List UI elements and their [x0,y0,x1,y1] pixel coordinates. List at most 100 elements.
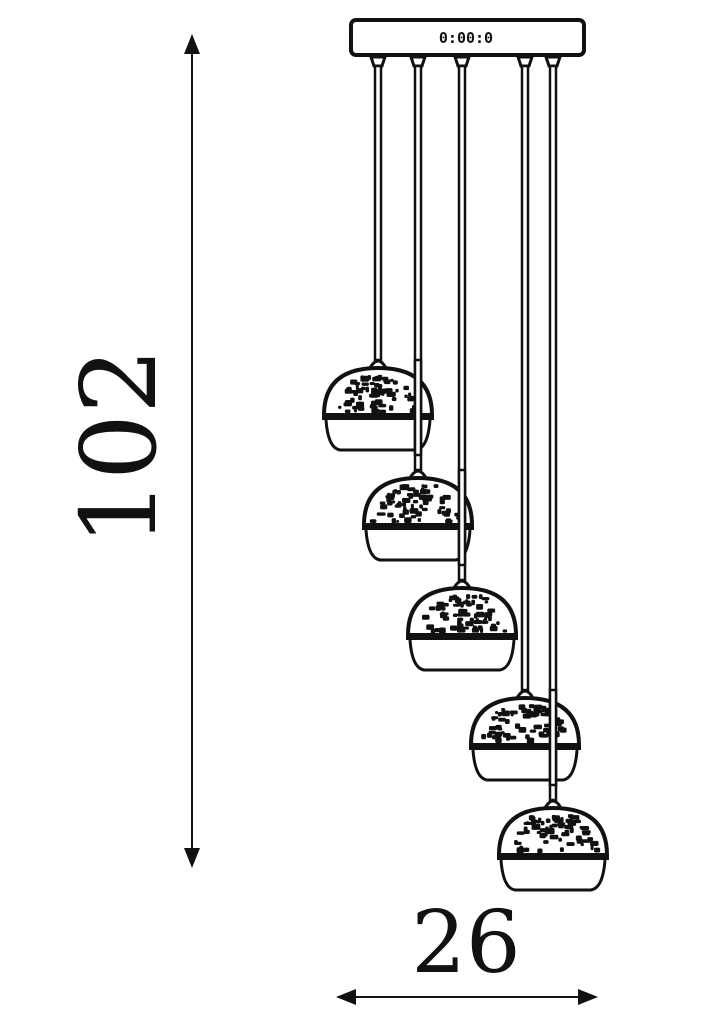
shade-texture [375,389,384,396]
shade-texture [392,380,398,385]
shade-texture [353,408,357,413]
shade-texture [437,603,445,607]
shade-texture [442,510,450,516]
shade-texture [403,385,410,391]
shade-texture [566,842,575,846]
shade-texture [344,409,351,414]
shade-texture [360,386,366,391]
shade-texture [452,594,458,601]
shade-texture [561,832,569,836]
shade-texture [360,375,364,379]
shade-texture [367,374,372,381]
shade-texture [496,621,500,626]
shade-texture [533,724,543,730]
shade-texture [421,507,428,512]
shade-texture [355,384,359,390]
shade-texture [471,627,476,633]
shade-texture [456,602,462,607]
shade-texture [564,829,570,833]
shade-bowl [324,419,432,452]
shade-texture [580,843,584,847]
shade-texture [380,504,388,510]
shade-texture [350,379,358,385]
shade-texture [537,848,543,854]
shade-texture [474,627,479,633]
shade-texture [484,612,493,617]
shade-bowl [499,859,607,892]
shade-texture [498,717,506,722]
shade-texture [425,494,434,499]
shade-texture [396,490,401,495]
shade-texture [521,707,528,714]
shade-texture [494,710,499,715]
shade-bowl [364,529,472,562]
shade-texture [371,400,377,407]
shade-texture [502,732,511,738]
shade-texture [523,829,530,834]
shade-texture [397,501,402,506]
shade-texture [412,493,421,497]
shade-texture [412,499,419,504]
shade-texture [423,484,428,489]
shade-texture [379,409,386,416]
shade-texture [345,400,352,406]
shade-texture [357,406,365,411]
shade-texture [522,847,530,852]
cord-overlap [548,688,558,787]
shade-texture [566,824,574,830]
shade-texture [402,502,407,508]
shade-texture [556,722,562,727]
shade-texture [460,602,464,608]
shade-texture [390,495,395,501]
shade-texture [500,711,504,716]
shade-texture [549,834,559,840]
shade-texture [430,628,436,635]
shade-texture [452,613,458,617]
shade-texture [438,628,444,633]
shade-texture [535,823,541,830]
shade-texture [557,822,566,827]
shade-texture [377,384,383,388]
canopy: 0:00:0 [349,18,586,57]
shade-texture [544,830,550,834]
shade-texture [551,823,558,828]
shade-texture [353,392,359,397]
shade-texture [567,819,577,826]
shade-texture [439,506,446,510]
cord-connector [452,55,472,68]
shade-texture [355,401,365,408]
shade-texture [407,487,415,492]
shade-texture [559,727,567,733]
shade-texture [502,710,510,717]
shade-texture [508,735,517,740]
shade-texture [421,489,431,494]
shade-texture [529,729,537,733]
shade-texture [526,737,535,744]
shade-texture [495,737,502,744]
shade-texture [530,821,537,826]
shade-texture [487,608,496,613]
cord-connector [543,55,563,68]
shade-texture [408,392,412,397]
shade-texture [534,704,543,709]
shade-texture [582,831,590,836]
shade-texture [526,708,532,714]
shade-texture [501,707,506,712]
shade-texture [488,615,492,622]
shade-texture [433,484,439,489]
shade-texture [409,509,417,513]
shade-texture [560,816,564,823]
shade-texture [421,614,430,620]
shade-texture [488,725,498,731]
shade-texture [491,735,498,740]
shade-texture [437,508,442,515]
cord-overlap [457,468,467,567]
shade-texture [491,716,496,721]
cord-connector [515,55,535,68]
shade-texture [455,627,463,631]
shade-texture [543,840,549,844]
shade-texture [514,723,521,729]
shade-texture [457,617,464,622]
shade-texture [439,498,445,505]
shade-texture [528,704,535,709]
